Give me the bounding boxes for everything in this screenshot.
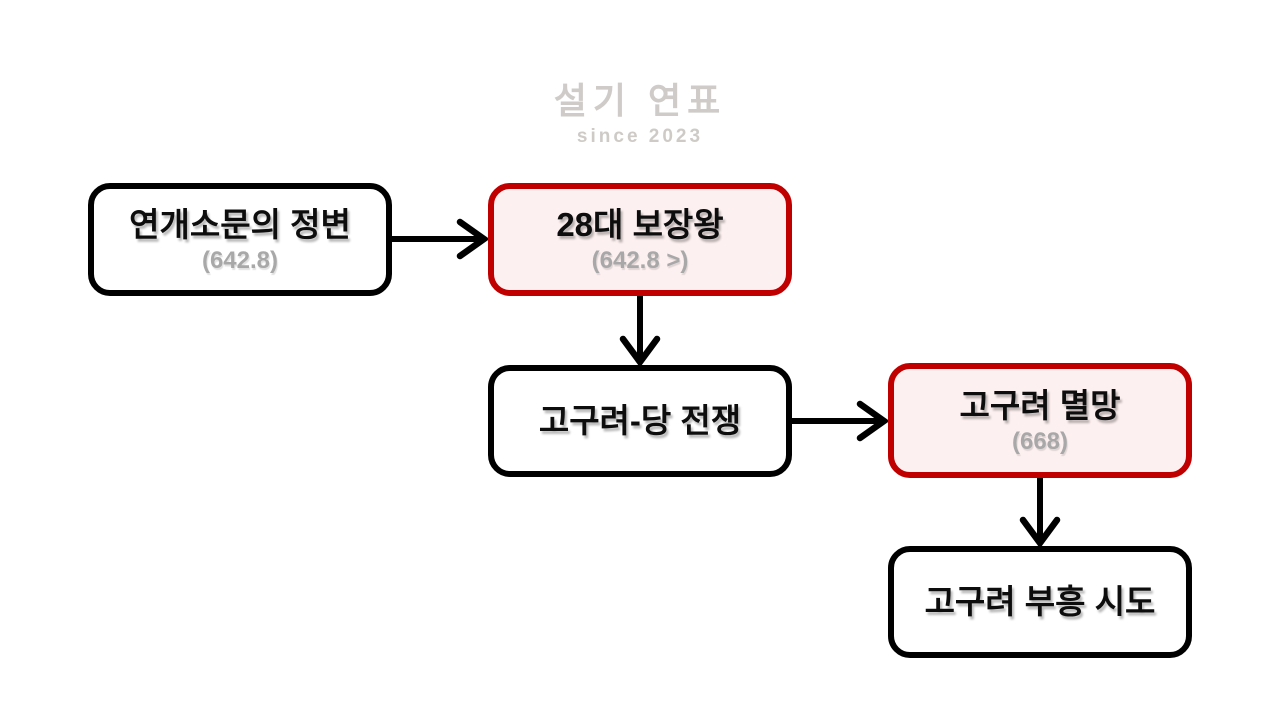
watermark-subtitle: since 2023 (576, 126, 704, 147)
watermark: 설기 연표 since 2023 (0, 72, 1280, 148)
node-goguryeo-fall: 고구려 멸망 (668) (888, 363, 1192, 478)
arrow-bojang-to-war-icon (614, 296, 666, 365)
arrow-war-to-fall-icon (792, 395, 888, 447)
node-goguryeo-revival-attempt: 고구려 부흥 시도 (888, 546, 1192, 658)
node-subtitle: (642.8) (201, 246, 279, 274)
node-goguryeo-tang-war: 고구려-당 전쟁 (488, 365, 792, 477)
node-title: 고구려-당 전쟁 (538, 402, 742, 440)
node-subtitle: (642.8 >) (591, 246, 689, 274)
node-yeongaesomun-coup: 연개소문의 정변 (642.8) (88, 183, 392, 296)
node-title: 고구려 멸망 (959, 386, 1121, 424)
arrow-coup-to-bojang-icon (392, 213, 488, 265)
node-title: 고구려 부흥 시도 (924, 583, 1156, 621)
arrow-fall-to-revival-icon (1014, 478, 1066, 546)
node-subtitle: (668) (1011, 427, 1069, 455)
node-title: 연개소문의 정변 (129, 205, 351, 243)
watermark-title: 설기 연표 (553, 80, 727, 121)
node-bojang-king: 28대 보장왕 (642.8 >) (488, 183, 792, 296)
node-title: 28대 보장왕 (556, 205, 724, 243)
